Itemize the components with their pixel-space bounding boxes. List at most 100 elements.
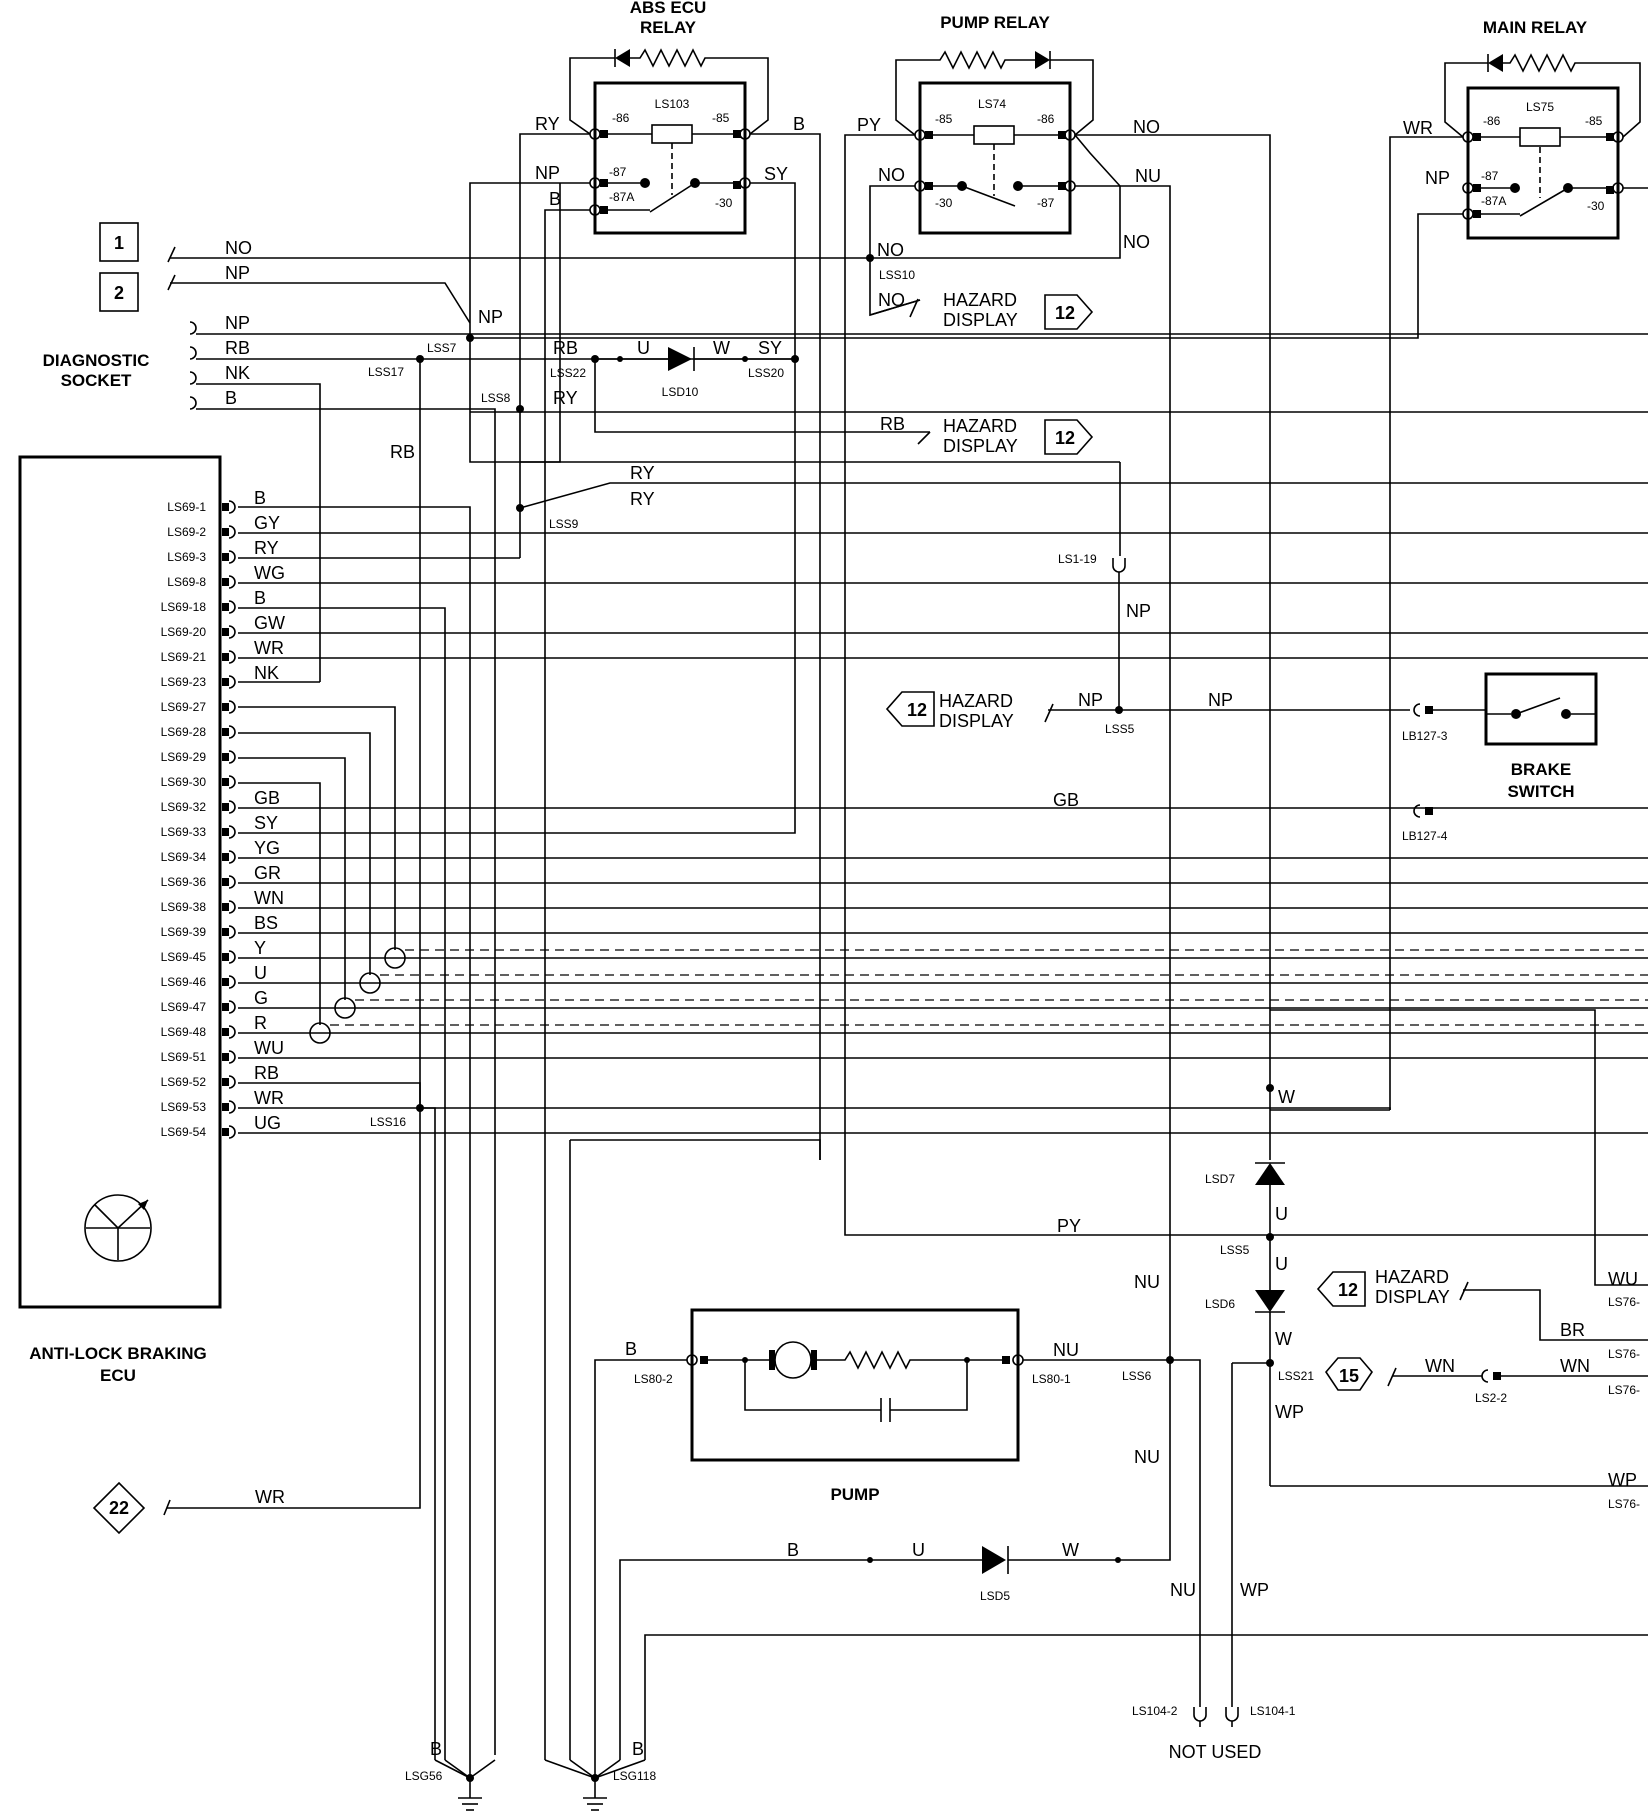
svg-text:LS104-1: LS104-1 (1250, 1704, 1296, 1718)
pump-pin87: -87 (1037, 196, 1055, 210)
wire-label-ry-abs: RY (535, 114, 560, 134)
conn-lb127-3: LB127-3 (1402, 729, 1448, 743)
ecu-pin-label: LS69-39 (161, 925, 207, 939)
pump-relay-title: PUMP RELAY (940, 13, 1050, 32)
ecu-pin-socket (228, 950, 236, 964)
ref-22: 22 (92, 1481, 171, 1535)
hazard-3-line2: DISPLAY (939, 711, 1014, 731)
conn-lsd6: LSD6 (1205, 1297, 1235, 1311)
ecu-pin-terminal (222, 628, 229, 636)
svg-text:15: 15 (1339, 1366, 1359, 1386)
ecu-label-2: ECU (100, 1366, 136, 1385)
brake-switch-label-1: BRAKE (1511, 760, 1571, 779)
svg-text:12: 12 (907, 700, 927, 720)
wire-label-nu-pump: NU (1053, 1340, 1079, 1360)
ecu-pin-terminal (222, 828, 229, 836)
conn-lb127-4: LB127-4 (1402, 804, 1448, 843)
conn-ls2-2: LS2-2 (1475, 1391, 1507, 1405)
ecu-pin-label: LS69-29 (161, 750, 207, 764)
hazard-3-line1: HAZARD (939, 691, 1013, 711)
main-pin87: -87 (1481, 169, 1499, 183)
ecu-pin-terminal (222, 703, 229, 711)
ecu-pin-terminal (222, 578, 229, 586)
wire-label-u-lsd10: U (637, 338, 650, 358)
wire-label-np-diag: NP (225, 313, 250, 333)
ecu-pin-terminal (222, 728, 229, 736)
wire-label-nu-upper: NU (1134, 1272, 1160, 1292)
ecu-pin-terminal (222, 1028, 229, 1036)
ecu-pin-label: LS69-30 (161, 775, 207, 789)
conn-ls80-2: LS80-2 (634, 1372, 673, 1386)
abs-pin87a: -87A (609, 190, 634, 204)
ecu-pin-terminal (222, 553, 229, 561)
conn-lsd7: LSD7 (1205, 1172, 1235, 1186)
conn-lss5: LSS5 (1105, 722, 1135, 736)
ecu-pin-terminal (222, 878, 229, 886)
ecu-pin-wire-color: Y (254, 938, 266, 958)
svg-text:1: 1 (114, 233, 124, 253)
ecu-pin-socket (228, 1050, 236, 1064)
ecu-pin-terminal (222, 1128, 229, 1136)
ecu-pin-wire-color: UG (254, 1113, 281, 1133)
wire-label-br-right: BR (1560, 1320, 1585, 1340)
ecu-pin-wire-color: WN (254, 888, 284, 908)
ground-lsg118: B LSG118 (544, 1739, 656, 1811)
wire-label-wr-ref22: WR (255, 1487, 285, 1507)
ecu-pin-terminal (222, 753, 229, 761)
diode-lsd10: LSD10 (595, 347, 795, 399)
hazard-4-line1: HAZARD (1375, 1267, 1449, 1287)
conn-lsg56: LSG56 (405, 1769, 443, 1783)
ecu-pin-wire-color: SY (254, 813, 278, 833)
conn-ls1-19: LS1-19 (1058, 552, 1126, 577)
conn-ls76-a: LS76- (1608, 1295, 1640, 1309)
ref-2: 2 (99, 272, 139, 312)
pump-relay-box (918, 81, 1072, 235)
wire-label-rb-hazard2: RB (880, 414, 905, 434)
ecu-pin-socket (228, 600, 236, 614)
conn-ls104-1: LS104-1 (1225, 1704, 1296, 1727)
ecu-pin-socket (228, 775, 236, 789)
ecu-pin-label: LS69-38 (161, 900, 207, 914)
wire-label-ry-lss8: RY (553, 388, 578, 408)
svg-text:LS104-2: LS104-2 (1132, 1704, 1178, 1718)
wire-label-rb-lss22: RB (553, 338, 578, 358)
ecu-pin-socket (228, 800, 236, 814)
ecu-pin-terminal (222, 653, 229, 661)
ecu-pin-wire-color: GW (254, 613, 285, 633)
wire-label-no-pump86: NO (1133, 117, 1160, 137)
svg-text:2: 2 (114, 283, 124, 303)
wire-label-sy-abs: SY (764, 164, 788, 184)
wire-label-nu-ls104: NU (1170, 1580, 1196, 1600)
hazard-display-ref-2: HAZARD DISPLAY 12 RB (880, 414, 1094, 456)
hazard-2-ref: 12 (1055, 428, 1075, 448)
ecu-pin-terminal (222, 778, 229, 786)
wire-label-w-upper: W (1278, 1087, 1295, 1107)
ecu-pin-label: LS69-8 (167, 575, 206, 589)
wire-label-wn-left: WN (1425, 1356, 1455, 1376)
ecu-pin-label: LS69-21 (161, 650, 207, 664)
hazard-display-ref-1: HAZARD DISPLAY 12 NO (869, 290, 1094, 330)
relay-wiring (469, 133, 1648, 1760)
ecu-pin-label: LS69-46 (161, 975, 207, 989)
ecu-pin-socket (228, 550, 236, 564)
conn-lss17: LSS17 (368, 365, 404, 379)
ecu-pin-socket (228, 1075, 236, 1089)
ecu-pin-socket (228, 575, 236, 589)
wire-label-py-lower: PY (1057, 1216, 1081, 1236)
wire-label-nu-mid: NU (1134, 1447, 1160, 1467)
wire-label-nu-pump87: NU (1135, 166, 1161, 186)
wire-label-no-lss10: NO (877, 240, 904, 260)
wire-label-wp-right: WP (1608, 1470, 1637, 1490)
ecu-pin-terminal (222, 928, 229, 936)
wire-label-no-pump30: NO (878, 165, 905, 185)
wire-label-nk-diag: NK (225, 363, 250, 383)
wire-label-np-lss5b: NP (1208, 690, 1233, 710)
abs-pin87: -87 (609, 165, 627, 179)
pump-motor: PUMP (686, 1308, 1024, 1504)
hazard-2-line2: DISPLAY (943, 436, 1018, 456)
wire-label-wp-ls104: WP (1240, 1580, 1269, 1600)
ecu-pin-terminal (222, 503, 229, 511)
conn-lsd5: LSD5 (980, 1589, 1010, 1603)
conn-lss10: LSS10 (879, 268, 915, 282)
ecu-pin-wire-color: GY (254, 513, 280, 533)
